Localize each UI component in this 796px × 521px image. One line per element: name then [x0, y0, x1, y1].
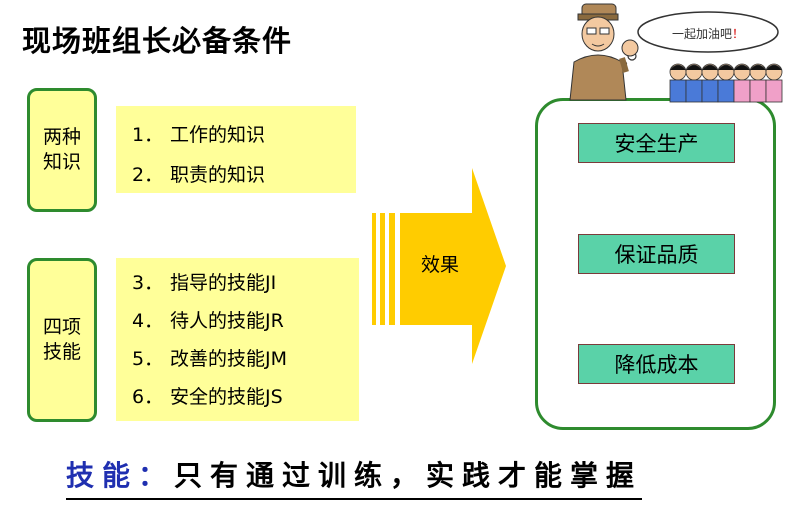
page-title: 现场班组长必备条件 [22, 24, 293, 58]
speech-bubble-text: 一起加油吧！ [672, 25, 744, 42]
item-number: 6． [132, 386, 164, 408]
item-number: 4． [132, 310, 164, 332]
skills-label-line-1: 四项 [42, 316, 81, 338]
result-cost: 降低成本 [578, 344, 735, 384]
item-number: 3． [132, 272, 164, 294]
item-text: 待人的技能JR [170, 310, 284, 332]
list-item: 1． 工作的知识 [132, 120, 265, 147]
skills-label-line-2: 技能 [42, 341, 81, 363]
item-text: 改善的技能JM [170, 348, 287, 370]
result-safety: 安全生产 [578, 123, 735, 163]
item-text: 工作的知识 [170, 124, 266, 146]
knowledge-label-line-2: 知识 [42, 151, 81, 173]
list-item: 3． 指导的技能JI [132, 268, 276, 295]
knowledge-label-box: 两种 知识 [27, 88, 97, 212]
item-text: 安全的技能JS [170, 386, 283, 408]
skills-list: 3． 指导的技能JI 4． 待人的技能JR 5． 改善的技能JM 6． 安全的技能JS [116, 258, 359, 421]
knowledge-label-line-1: 两种 [42, 126, 81, 148]
skills-label-box: 四项 技能 [27, 258, 97, 422]
arrow-right-icon [372, 168, 506, 364]
arrow-label: 效果 [421, 254, 460, 276]
speech-bubble-exclaim: ！ [732, 27, 745, 41]
footer-rest: 只有通过训练，实践才能掌握 [174, 459, 643, 492]
item-text: 职责的知识 [170, 164, 266, 186]
list-item: 4． 待人的技能JR [132, 306, 284, 333]
list-item: 2． 职责的知识 [132, 160, 265, 187]
item-number: 1． [132, 124, 164, 146]
footer-lead: 技能： [66, 459, 175, 492]
result-quality: 保证品质 [578, 234, 735, 274]
list-item: 6． 安全的技能JS [132, 382, 283, 409]
item-number: 5． [132, 348, 164, 370]
item-number: 2． [132, 164, 164, 186]
knowledge-list: 1． 工作的知识 2． 职责的知识 [116, 106, 356, 193]
effect-arrow [372, 168, 512, 368]
list-item: 5． 改善的技能JM [132, 344, 287, 371]
footer-statement: 技能：只有通过训练，实践才能掌握 [66, 454, 643, 500]
speech-bubble-main: 一起加油吧 [672, 27, 733, 41]
team-leader-illustration [569, 3, 783, 103]
item-text: 指导的技能JI [170, 272, 277, 294]
